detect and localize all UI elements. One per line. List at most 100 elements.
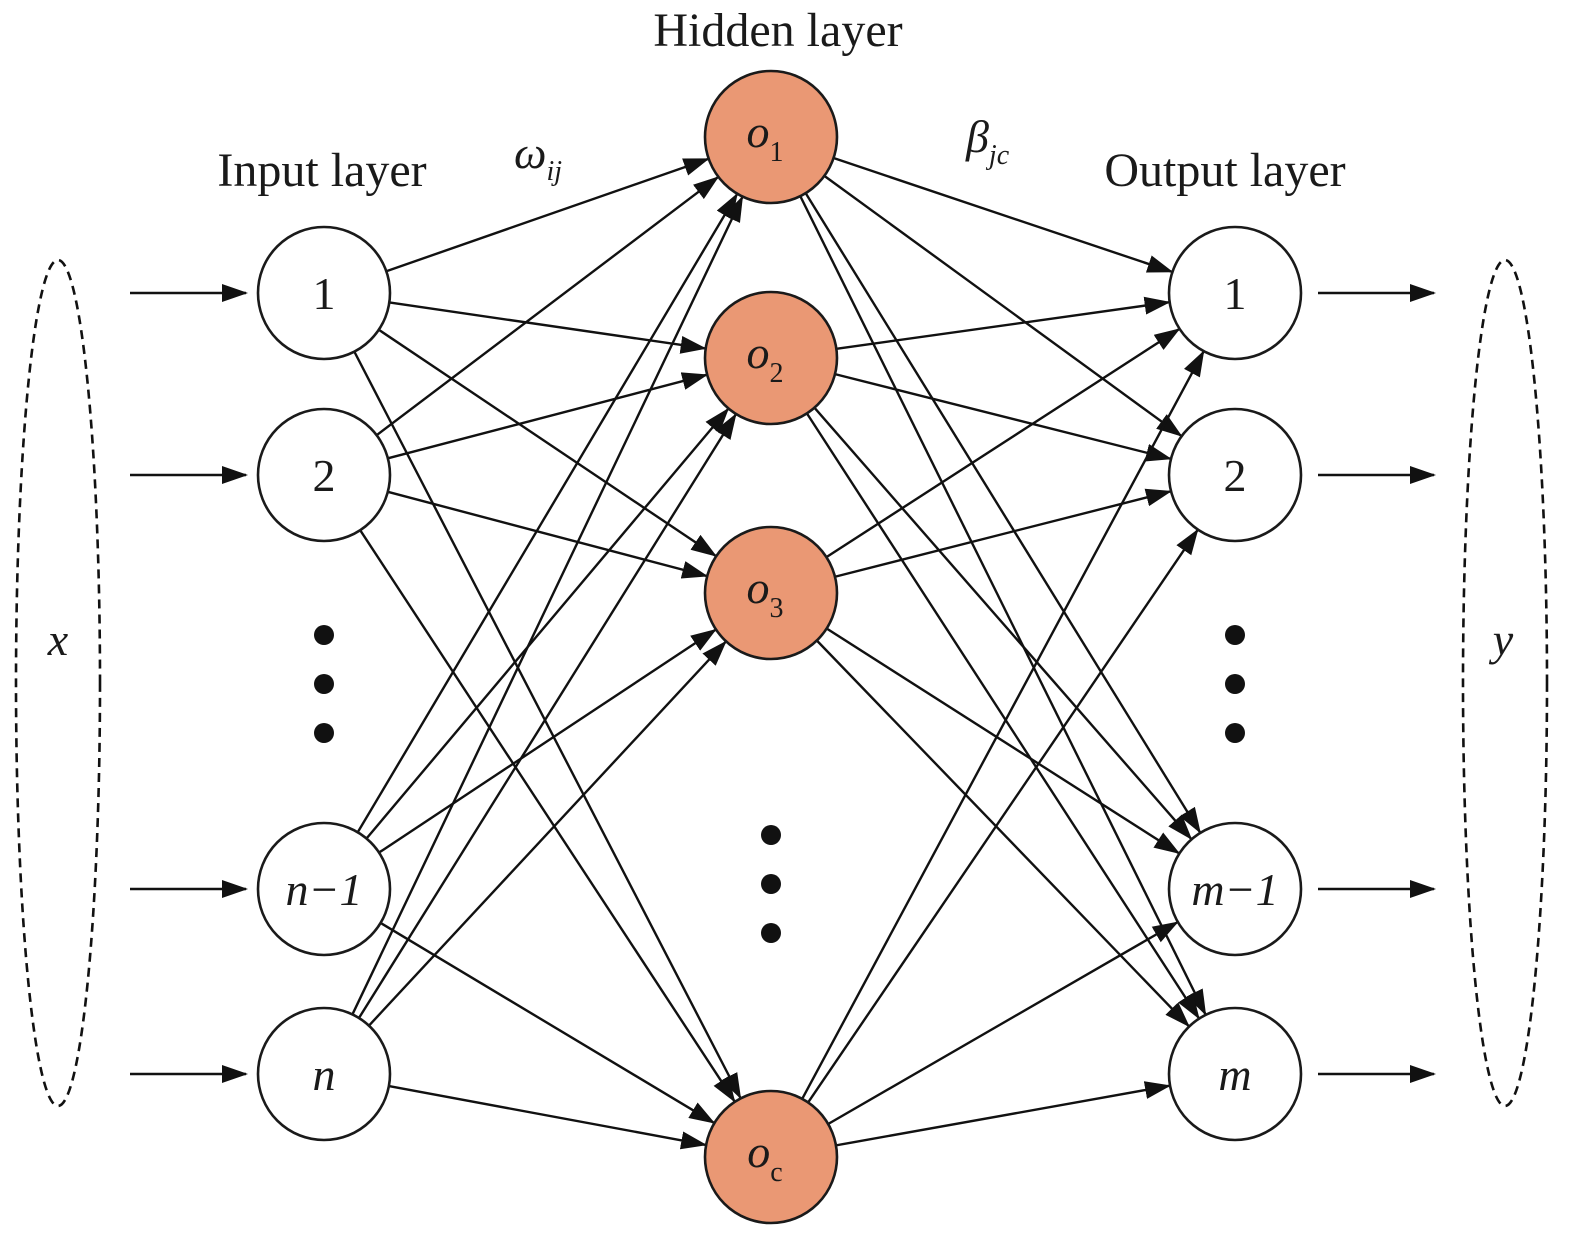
input-layer-title: Input layer: [217, 144, 426, 197]
edge-hidden-1-output-3: [805, 412, 1200, 1020]
edge-hidden-0-output-2: [804, 192, 1201, 834]
input-node-circle: [256, 225, 392, 361]
output-node-circle: [1167, 407, 1303, 543]
hidden-node-label: o3: [747, 562, 784, 624]
edge-hidden-1-output-0: [836, 296, 1171, 351]
edge-input-0-hidden-1: [389, 301, 707, 354]
edge-input-0-hidden-0: [385, 157, 710, 273]
hidden-node-subscript: 3: [770, 593, 784, 624]
hidden-node-3: o3: [703, 525, 839, 661]
hidden-node-circle: [703, 1089, 839, 1225]
input-vector-label: x: [47, 614, 69, 665]
input-node-circle: [256, 407, 392, 543]
edge-hidden-0-output-1: [823, 174, 1183, 437]
output-node-label: 2: [1224, 450, 1247, 501]
ellipsis-dot: [1225, 723, 1245, 743]
ellipsis-dot: [314, 625, 334, 645]
input-node-label: n: [313, 1049, 336, 1100]
output-layer-title: Output layer: [1104, 144, 1345, 197]
output-node-circle: [1167, 821, 1303, 957]
input-ellipsis-dots: [314, 625, 334, 743]
edge-hidden-2-output-2: [825, 627, 1181, 855]
edge-hidden-1-output-1: [834, 372, 1172, 462]
input-node-2: 2: [256, 407, 392, 543]
hidden-node-label: oc: [747, 1126, 782, 1188]
edge-hidden-2-output-1: [834, 488, 1173, 578]
hidden-layer-title: Hidden layer: [653, 4, 902, 57]
edge-input-0-hidden-2: [378, 328, 718, 557]
hidden-output-weight-label: βjc: [965, 111, 1010, 171]
ellipsis-dot: [1225, 674, 1245, 694]
output-node-2: 2: [1167, 407, 1303, 543]
hidden-node-4: oc: [703, 1089, 839, 1225]
edge-hidden-0-output-3: [799, 195, 1207, 1016]
edge-hidden-3-output-0: [801, 350, 1205, 1100]
edge-input-2-hidden-0: [356, 192, 738, 833]
input-vector-ellipse: [14, 258, 102, 1108]
beta-subscript: jc: [986, 140, 1010, 171]
output-node-label: m−1: [1191, 864, 1278, 915]
ellipsis-dot: [1225, 625, 1245, 645]
edge-input-1-hidden-1: [387, 372, 709, 460]
hidden-node-subscript: 2: [770, 358, 784, 389]
input-hidden-weight-label: ωij: [514, 127, 562, 187]
ellipsis-dot: [761, 923, 781, 943]
input-node-4: n: [256, 1006, 392, 1142]
ellipsis-dot: [761, 874, 781, 894]
edge-input-2-hidden-1: [365, 407, 730, 840]
input-node-label: 1: [313, 268, 336, 319]
edge-input-1-hidden-3: [359, 529, 736, 1103]
ellipsis-dot: [761, 825, 781, 845]
hidden-node-base: o: [747, 1126, 770, 1177]
edge-hidden-3-output-3: [835, 1081, 1172, 1147]
input-node-label: n−1: [285, 864, 362, 915]
edge-hidden-1-output-2: [813, 406, 1193, 841]
edge-input-1-hidden-0: [375, 176, 720, 437]
hidden-node-1: o1: [703, 69, 839, 205]
hidden-node-label: o1: [747, 106, 784, 168]
hidden-node-base: o: [747, 562, 770, 613]
output-node-1: 1: [1167, 225, 1303, 361]
edge-input-0-hidden-3: [353, 351, 742, 1100]
input-node-circle: [256, 1006, 392, 1142]
edge-input-1-hidden-2: [387, 490, 709, 579]
connection-edges: [130, 156, 1436, 1150]
hidden-node-circle: [703, 525, 839, 661]
output-node-circle: [1167, 225, 1303, 361]
output-node-4: m: [1167, 1006, 1303, 1142]
omega-subscript: ij: [546, 156, 562, 187]
edge-input-3-hidden-3: [388, 1084, 708, 1150]
edge-input-3-hidden-0: [351, 195, 744, 1015]
hidden-node-subscript: 1: [770, 137, 784, 168]
edge-hidden-2-output-0: [825, 328, 1181, 559]
edge-hidden-3-output-1: [807, 528, 1199, 1104]
edge-input-2-hidden-2: [378, 628, 717, 854]
edge-input-3-hidden-1: [357, 413, 737, 1019]
edge-input-3-hidden-2: [368, 640, 727, 1027]
ellipsis-dot: [314, 723, 334, 743]
hidden-node-base: o: [747, 106, 770, 157]
hidden-ellipsis-dots: [761, 825, 781, 943]
ellipsis-dot: [314, 674, 334, 694]
output-node-3: m−1: [1167, 821, 1303, 957]
output-node-circle: [1167, 1006, 1303, 1142]
omega-symbol: ω: [514, 127, 546, 178]
hidden-node-circle: [703, 290, 839, 426]
input-node-circle: [256, 821, 392, 957]
input-node-label: 2: [313, 450, 336, 501]
edge-input-2-hidden-3: [379, 921, 716, 1124]
hidden-node-label: o2: [747, 327, 784, 389]
edge-hidden-0-output-0: [833, 156, 1174, 273]
output-node-label: 1: [1224, 268, 1247, 319]
hidden-node-base: o: [747, 327, 770, 378]
output-node-label: m: [1218, 1049, 1251, 1100]
output-vector-label: y: [1489, 614, 1514, 665]
input-node-1: 1: [256, 225, 392, 361]
output-ellipsis-dots: [1225, 625, 1245, 743]
edge-hidden-3-output-2: [827, 921, 1179, 1126]
beta-symbol: β: [965, 111, 989, 162]
edge-hidden-2-output-3: [815, 639, 1190, 1028]
output-vector-ellipse: [1461, 258, 1549, 1108]
